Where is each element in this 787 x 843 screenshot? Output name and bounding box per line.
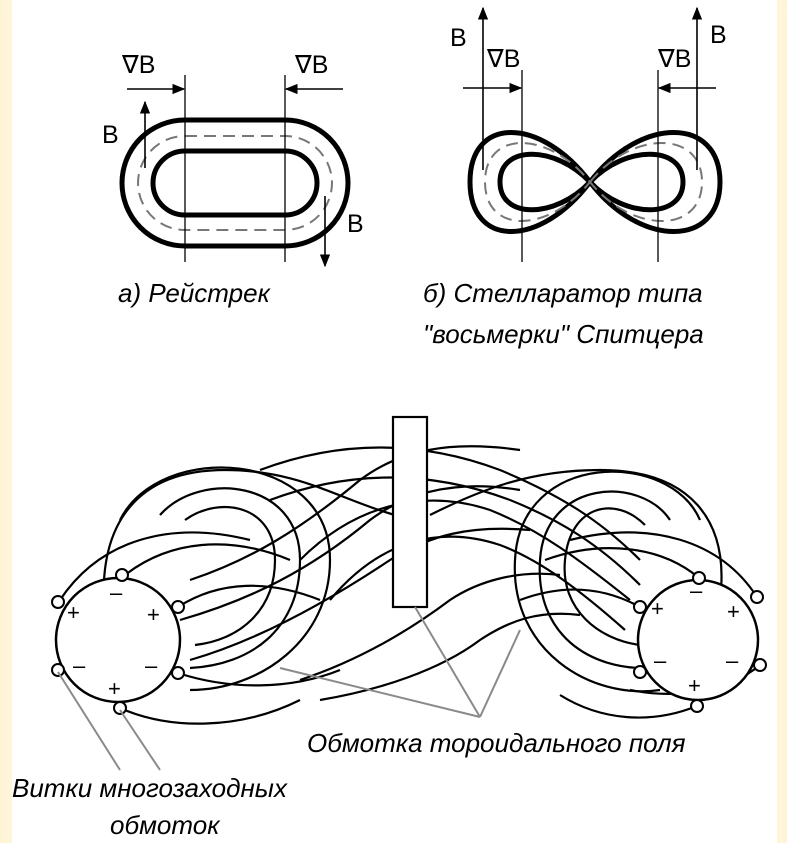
toroidal-winding-label: Обмотка тороидального поля — [307, 728, 686, 758]
figure-eight-caption-line2: "восьмерки" Спитцера — [423, 319, 704, 349]
sign-right-4: – — [654, 648, 667, 673]
b-label-top: B — [102, 121, 119, 149]
sign-right-6: + — [688, 673, 701, 698]
sign-left-2: – — [110, 580, 123, 605]
helical-winding-label-line1: Витки многозаходных — [12, 773, 288, 803]
sign-left-6: + — [108, 676, 121, 701]
toroidal-field-coil — [393, 417, 427, 607]
terminal-dot — [634, 666, 646, 678]
gradb-label-right: ∇B — [294, 51, 328, 79]
terminal-dot — [52, 596, 64, 608]
left-feeder-5 — [120, 700, 300, 724]
sign-left-4: – — [73, 653, 86, 678]
sign-left-1: + — [67, 600, 80, 625]
right-feeder-2 — [545, 548, 699, 578]
figure-eight-diagram: B B ∇B ∇B б) Стелларатор типа "восьмерки… — [423, 8, 727, 349]
figure-eight-gradb-label-left: ∇B — [486, 45, 520, 73]
sign-right-3: + — [727, 599, 740, 624]
terminal-dot — [114, 702, 126, 714]
leader-toroidal-2 — [415, 607, 480, 717]
racetrack-outer — [122, 120, 348, 246]
figure-eight-inner — [500, 154, 683, 210]
sign-right-1: + — [651, 596, 664, 621]
gradb-label-left: ∇B — [121, 51, 155, 79]
terminal-dot — [172, 667, 184, 679]
sign-right-5: – — [726, 648, 739, 673]
b-label-bottom: B — [347, 210, 364, 238]
helical-winding-label-line2: обмоток — [110, 810, 221, 840]
stellarator-coils-diagram — [52, 417, 766, 770]
terminal-dot — [754, 659, 766, 671]
terminal-dot — [172, 601, 184, 613]
terminal-dot — [751, 591, 763, 603]
leader-toroidal-1 — [280, 668, 480, 717]
figure-eight-caption-line1: б) Стелларатор типа — [423, 278, 703, 308]
right-feeder-5 — [560, 695, 697, 718]
racetrack-diagram: ∇B ∇B B B а) Рейстрек — [102, 51, 364, 308]
racetrack-inner — [153, 151, 317, 215]
terminal-dot — [52, 664, 64, 676]
sign-left-5: – — [145, 653, 158, 678]
figure-eight-gradb-label-right: ∇B — [657, 45, 691, 73]
racetrack-caption: а) Рейстрек — [118, 278, 272, 308]
helical-strand-5 — [190, 446, 520, 580]
figure-eight-b-label-right: B — [710, 21, 727, 49]
terminal-dot — [691, 700, 703, 712]
leader-toroidal-3 — [480, 630, 520, 717]
left-feeder-2 — [125, 544, 290, 575]
figure-eight-b-label-left: B — [450, 24, 467, 52]
terminal-dot — [634, 601, 646, 613]
sign-left-3: + — [147, 602, 160, 627]
sign-right-2: – — [690, 578, 703, 603]
